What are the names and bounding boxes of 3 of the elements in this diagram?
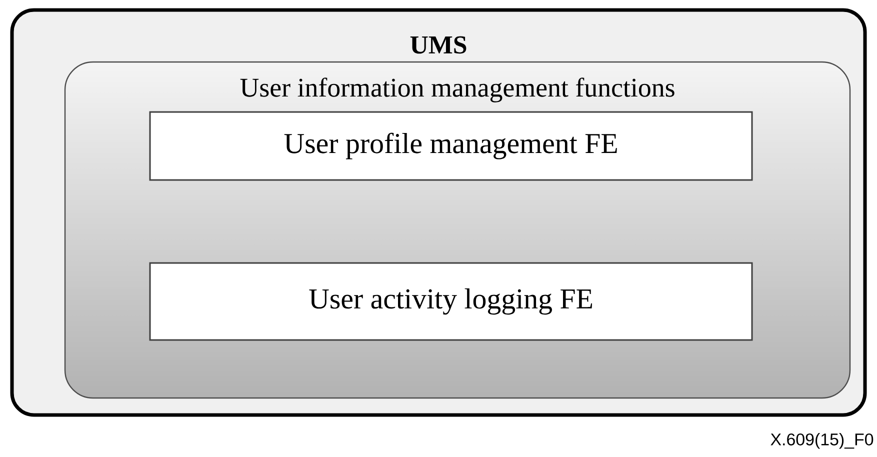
functional-entity-box: User profile management FE xyxy=(149,111,753,181)
figure-number: X.609(15)_F0 xyxy=(770,433,874,449)
functional-entity-box: User activity logging FE xyxy=(149,262,753,341)
